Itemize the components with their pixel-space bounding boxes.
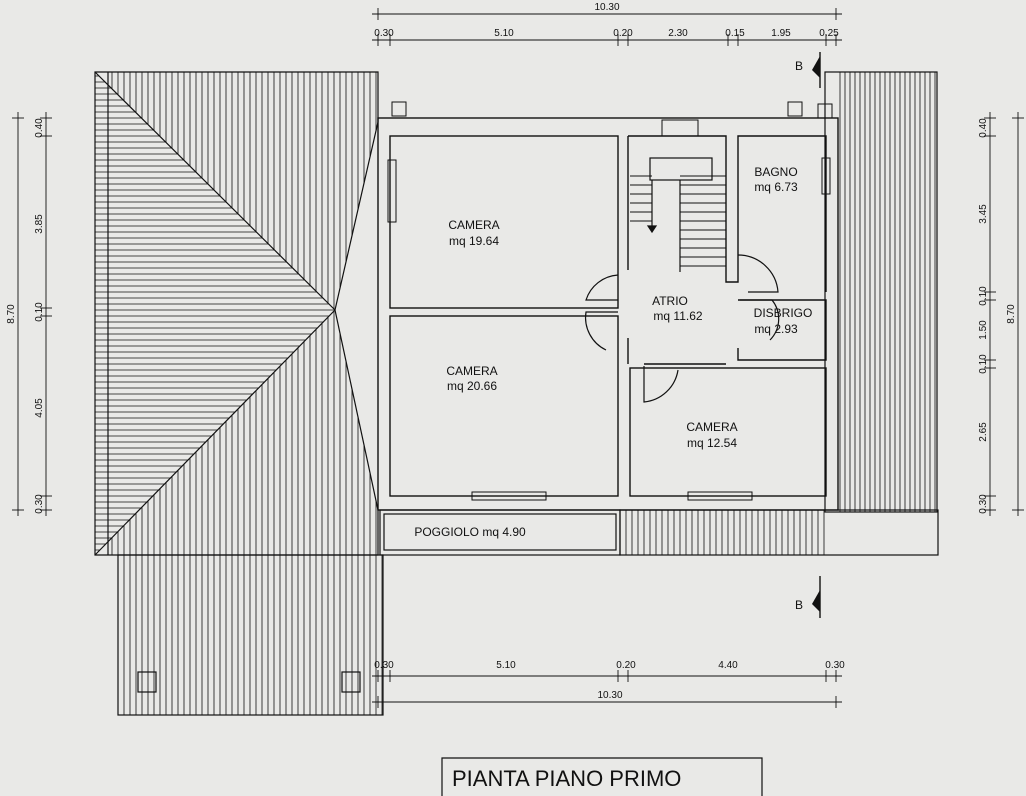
room-name: CAMERA [448, 218, 499, 232]
building-walls [377, 117, 839, 511]
dim-top-seg: 0.25 [819, 28, 839, 39]
dim-left-total: 8.70 [6, 304, 17, 324]
section-arrow-icon [812, 590, 820, 612]
dim-top-seg: 2.30 [668, 28, 688, 39]
roof-hatch-left-bottom [111, 310, 377, 555]
roof-hatch-left [95, 75, 335, 551]
room-area: mq 20.66 [447, 379, 497, 393]
dim-bottom-seg: 0.20 [616, 660, 636, 671]
dim-left-seg: 0.30 [34, 494, 45, 514]
dimension-lines [12, 8, 1024, 708]
dim-left-seg: 4.05 [34, 398, 45, 418]
dim-right-total: 8.70 [1006, 304, 1017, 324]
room-area: mq 12.54 [687, 436, 737, 450]
dim-top-total: 10.30 [594, 2, 619, 13]
dim-bottom-seg: 0.30 [374, 660, 394, 671]
section-mark-bottom-label: B [795, 598, 803, 612]
dim-bottom-seg: 4.40 [718, 660, 738, 671]
dim-right-seg: 0.40 [978, 118, 989, 138]
plan-title: PIANTA PIANO PRIMO [452, 766, 681, 791]
dim-left-seg: 3.85 [34, 214, 45, 234]
balcony-area [379, 509, 621, 556]
room-area: mq 6.73 [754, 180, 798, 194]
room-name: CAMERA [446, 364, 497, 378]
room-area: mq 19.64 [449, 234, 499, 248]
dim-right-seg: 3.45 [978, 204, 989, 224]
section-mark-top-label: B [795, 59, 803, 73]
room-name: CAMERA [686, 420, 737, 434]
dim-top-seg: 0.15 [725, 28, 745, 39]
section-mark-top: B [795, 52, 821, 88]
room-area: mq 2.93 [754, 322, 798, 336]
room-labels: CAMERA mq 19.64 CAMERA mq 20.66 ATRIO mq… [414, 165, 812, 539]
balcony-label: POGGIOLO mq 4.90 [414, 525, 526, 539]
roof-hatch-right [839, 72, 936, 512]
dim-left-seg: 0.10 [34, 302, 45, 322]
dim-right-seg: 0.30 [978, 494, 989, 514]
dim-bottom-seg: 0.30 [825, 660, 845, 671]
room-name: DISBRIGO [754, 306, 813, 320]
section-mark-bottom: B [795, 576, 821, 618]
room-name: BAGNO [754, 165, 797, 179]
dim-top-seg: 5.10 [494, 28, 514, 39]
stair-frame [646, 157, 713, 272]
door-swings [584, 254, 780, 403]
left-dimensions: 8.70 0.40 3.85 0.10 4.05 0.30 [6, 118, 45, 514]
dim-right-seg: 0.10 [978, 286, 989, 306]
roof-outlines [94, 71, 939, 716]
dim-right-seg: 1.50 [978, 320, 989, 340]
windows [387, 101, 833, 501]
top-dimensions: 10.30 0.30 5.10 0.20 2.30 0.15 1.95 0.25 [374, 2, 839, 39]
dim-top-seg: 0.20 [613, 28, 633, 39]
dim-left-seg: 0.40 [34, 118, 45, 138]
dim-top-seg: 0.30 [374, 28, 394, 39]
dim-top-seg: 1.95 [771, 28, 791, 39]
plan-title-box: PIANTA PIANO PRIMO [441, 757, 763, 796]
dim-bottom-total: 10.30 [597, 690, 622, 701]
room-area: mq 11.62 [653, 309, 702, 323]
section-arrow-icon [812, 56, 820, 78]
dim-bottom-seg: 5.10 [496, 660, 516, 671]
bottom-dimensions: 0.30 5.10 0.20 4.40 0.30 10.30 [374, 660, 845, 701]
room-name: ATRIO [652, 294, 688, 308]
right-dimensions: 0.40 3.45 0.10 1.50 0.10 2.65 0.30 8.70 [978, 118, 1017, 514]
staircase [630, 175, 726, 267]
roof-hatch-bottom-left [123, 555, 383, 715]
dim-right-seg: 0.10 [978, 354, 989, 374]
dim-right-seg: 2.65 [978, 422, 989, 442]
roof-hatch-balcony-right [625, 510, 825, 555]
